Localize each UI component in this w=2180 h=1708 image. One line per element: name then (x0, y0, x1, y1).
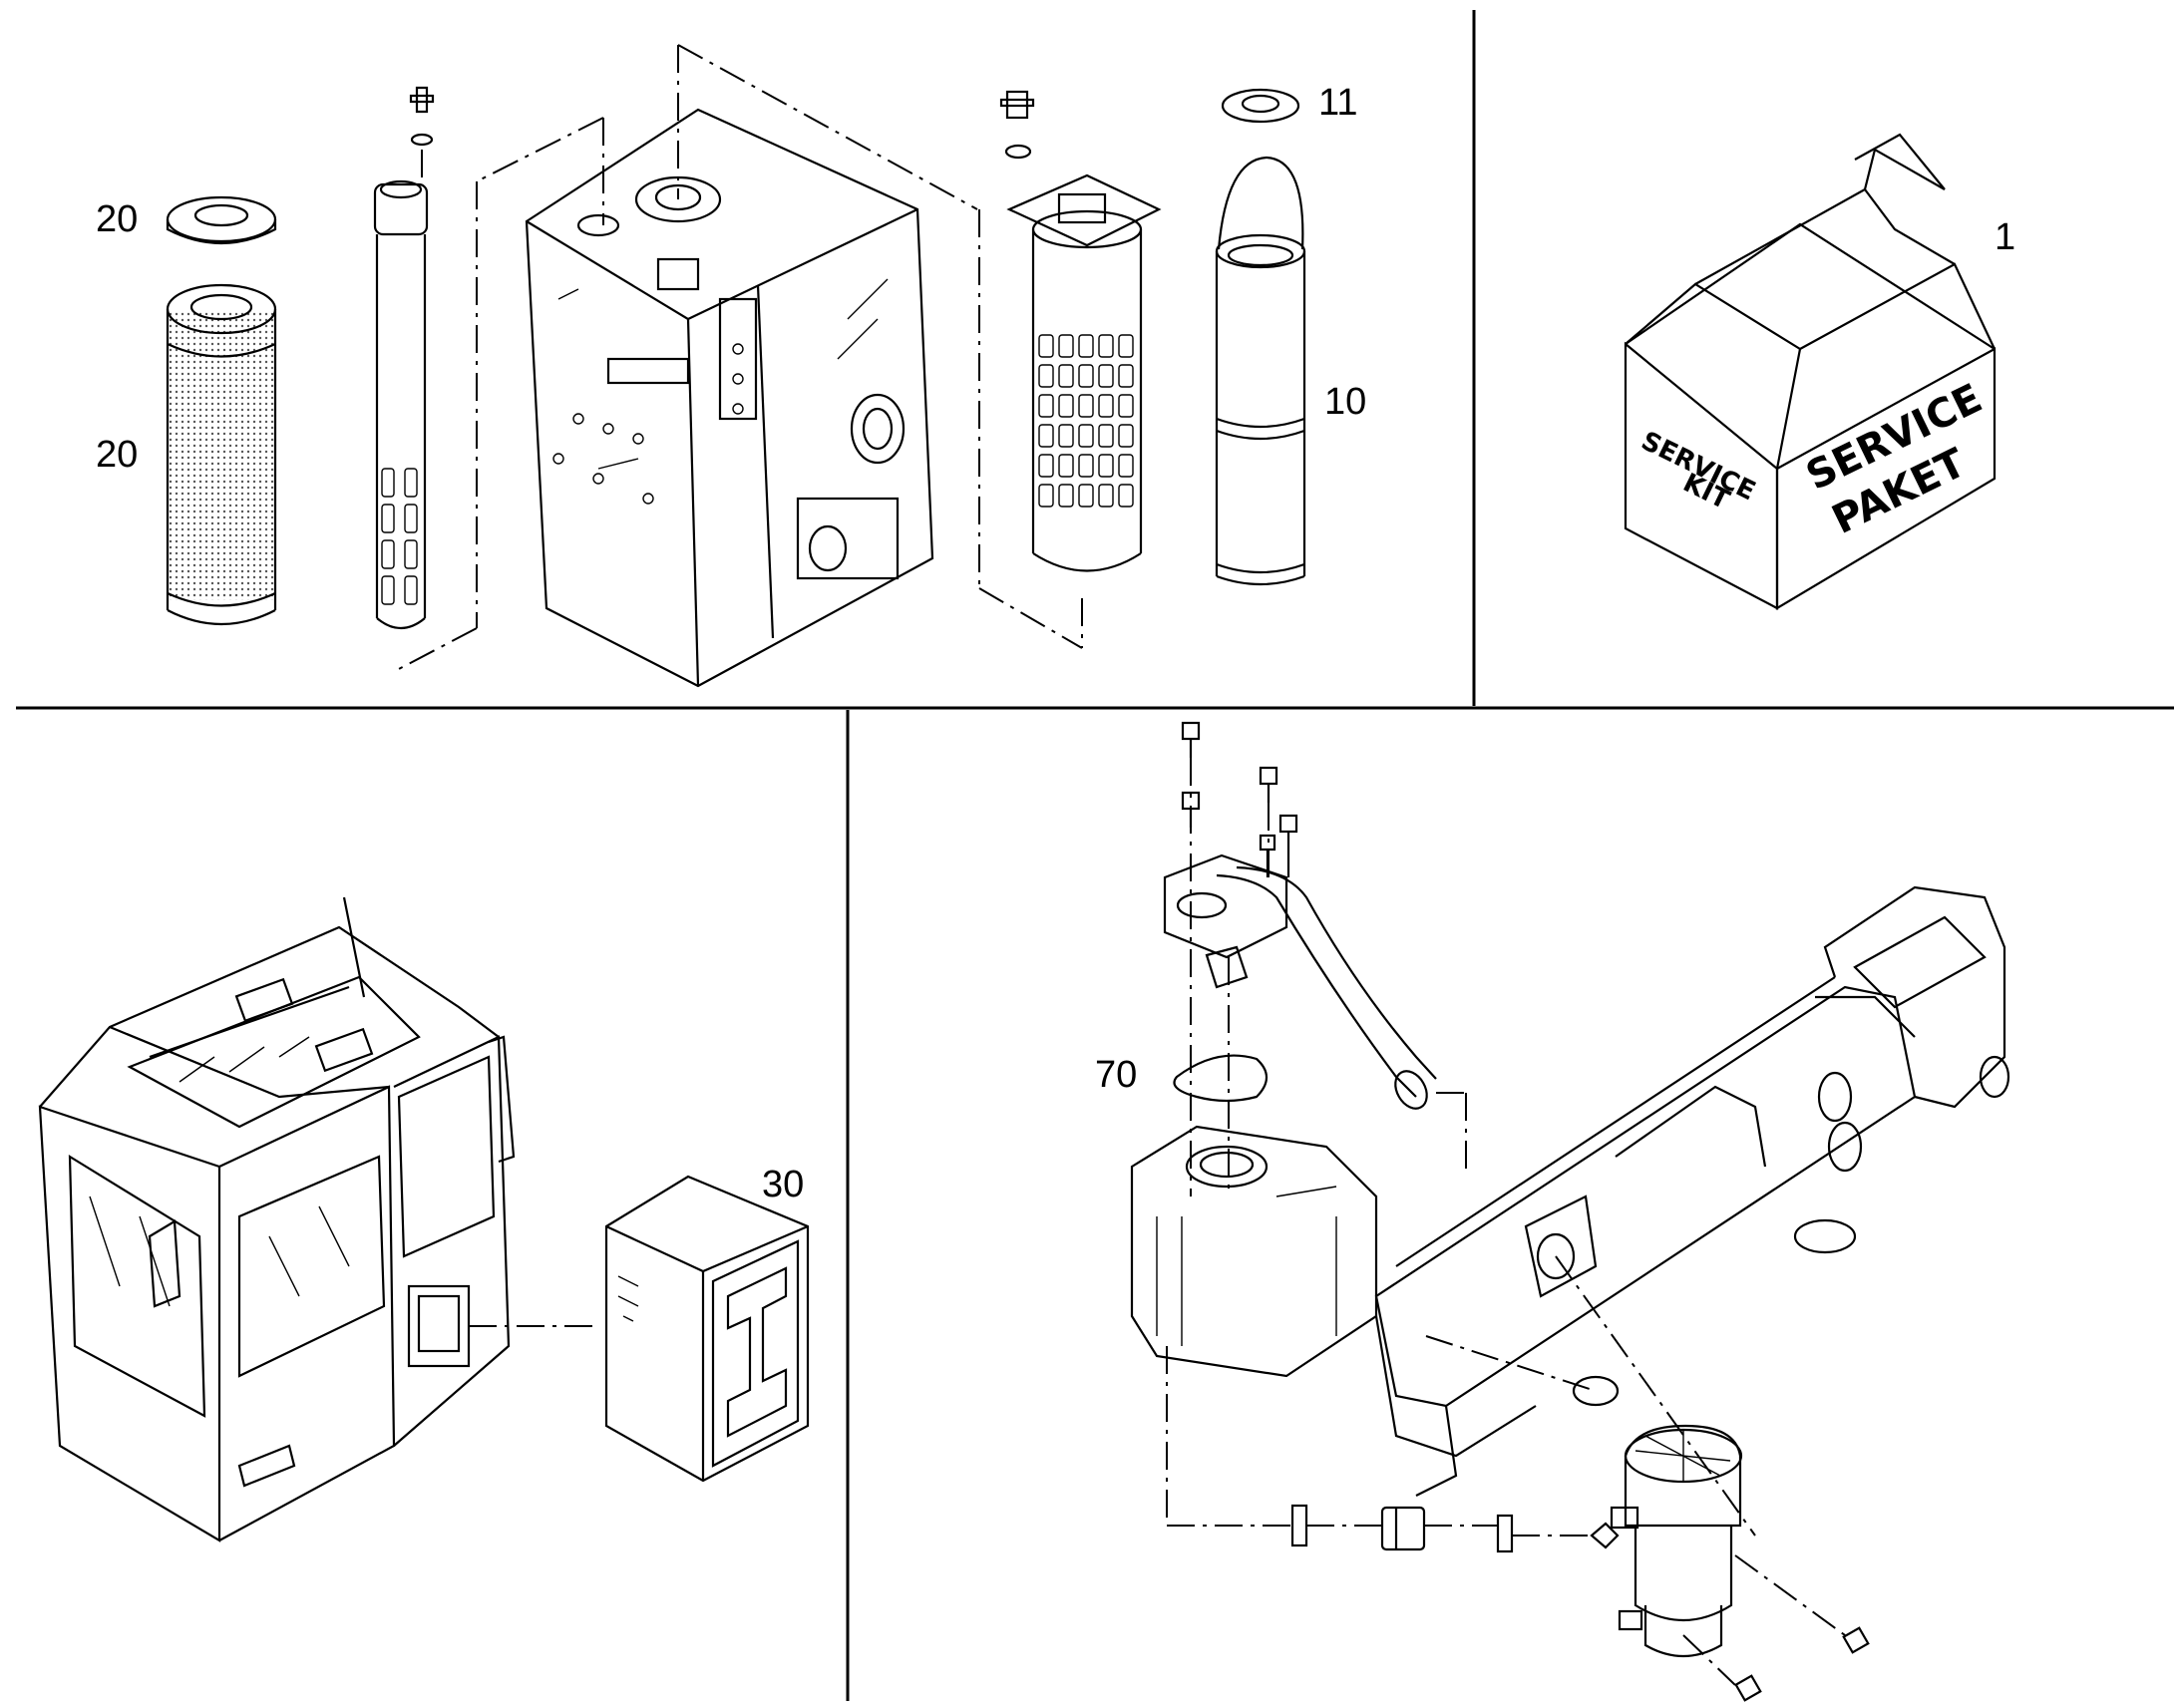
strainer-filter-drawing (978, 90, 1162, 649)
mesh-filter-drawing (166, 283, 277, 625)
seal-ring-drawing (166, 195, 277, 244)
axle-housing-drawing (1130, 721, 2010, 1702)
operator-cab-drawing (38, 896, 516, 1542)
service-kit-box-drawing (1624, 133, 1997, 610)
return-filter-drawing (1215, 156, 1306, 586)
callout-relay-box: 30 (762, 1164, 804, 1205)
ring-drawing (1221, 88, 1300, 124)
callout-ring: 11 (1318, 82, 1357, 124)
callout-seal: 70 (1095, 1054, 1137, 1096)
hydraulic-tank-drawing (396, 44, 978, 688)
slotted-tube-drawing (373, 86, 435, 630)
callout-service-kit: 1 (1995, 216, 2015, 258)
callout-return-filter: 10 (1324, 381, 1366, 423)
relay-box-drawing (604, 1175, 810, 1483)
callout-mesh-filter: 20 (96, 434, 138, 476)
panel-dividers (16, 10, 2174, 1701)
callout-seal-ring: 20 (96, 198, 138, 240)
